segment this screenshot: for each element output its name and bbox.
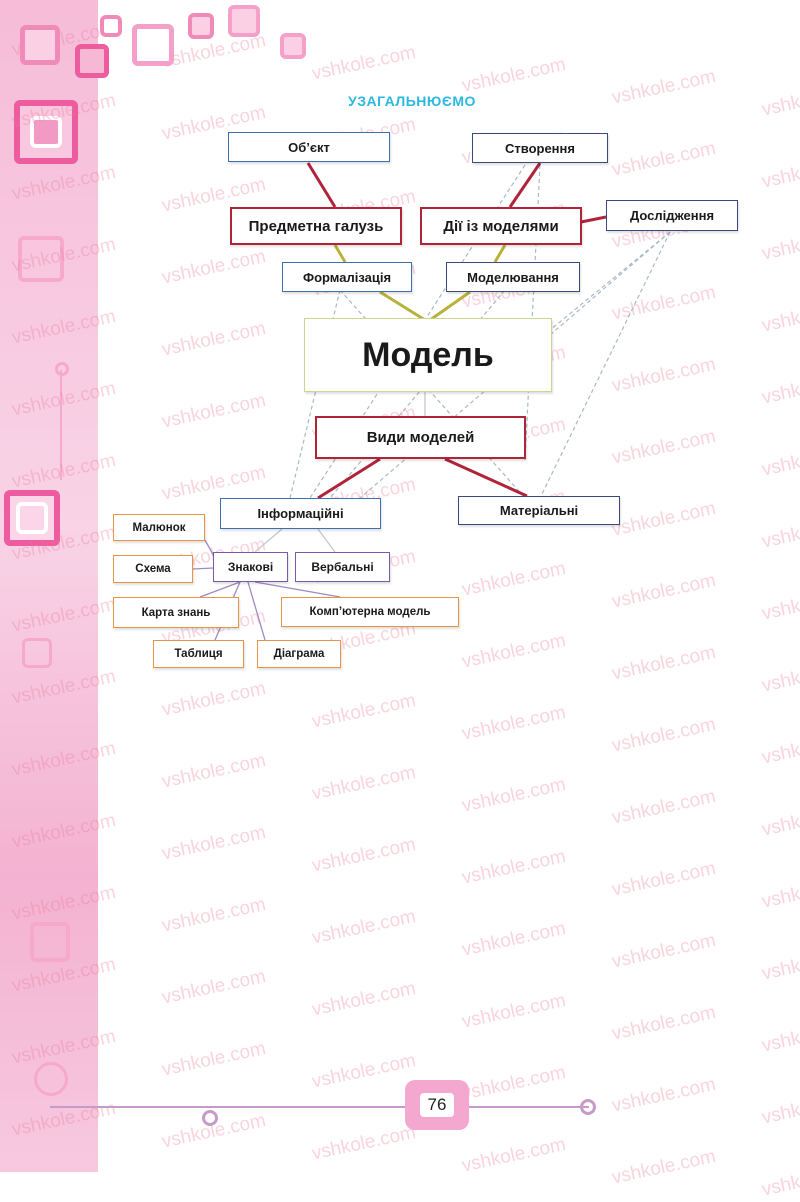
footer-dot	[202, 1110, 218, 1126]
node-modeling: Моделювання	[446, 262, 580, 292]
square-icon	[18, 236, 64, 282]
circuit-dot	[55, 362, 69, 376]
node-material: Матеріальні	[458, 496, 620, 525]
square-icon	[75, 44, 109, 78]
node-creation: Створення	[472, 133, 608, 163]
connector-dashed	[549, 231, 671, 331]
node-model-types: Види моделей	[315, 416, 526, 459]
square-icon	[20, 25, 60, 65]
node-research: Дослідження	[606, 200, 738, 231]
olive-connectors	[333, 244, 507, 322]
connector-sign-map	[199, 581, 241, 598]
thin-connectors	[254, 392, 426, 553]
node-model: Модель	[304, 318, 552, 392]
square-icon	[4, 490, 60, 546]
connector-types-material	[444, 457, 528, 498]
connector-sign-scheme	[192, 567, 214, 570]
connector-types-info	[317, 457, 381, 500]
square-icon	[100, 15, 122, 37]
red-connectors	[306, 162, 607, 500]
footer-rule-left	[50, 1106, 405, 1108]
node-object: Об’єкт	[228, 132, 390, 162]
connector-info-verbal	[317, 528, 336, 553]
node-formalization: Формалізація	[282, 262, 412, 292]
page-number-badge: 76	[405, 1080, 469, 1130]
footer-dot	[580, 1099, 596, 1115]
connector-modeling-model	[429, 290, 471, 322]
square-icon	[132, 24, 174, 66]
square-icon	[30, 922, 70, 962]
page-number: 76	[419, 1093, 455, 1117]
square-icon	[22, 638, 52, 668]
connector-research-actions	[580, 215, 607, 224]
node-informational: Інформаційні	[220, 498, 381, 529]
at-symbol-icon	[34, 1062, 68, 1096]
node-scheme: Схема	[113, 555, 193, 583]
connector-creation-actions	[508, 162, 542, 208]
node-model-actions: Дії із моделями	[420, 207, 582, 245]
connector-formal-model	[379, 290, 426, 322]
node-computer-model: Комп’ютерна модель	[281, 597, 459, 627]
connector-actions-modeling	[493, 244, 507, 263]
purple-connectors	[192, 539, 341, 641]
node-table: Таблиця	[153, 640, 244, 668]
connector-object-subject	[306, 162, 337, 208]
connector-dashed	[539, 231, 671, 499]
diagram-connectors	[192, 162, 671, 641]
square-icon	[228, 5, 260, 37]
square-icon	[280, 33, 306, 59]
node-verbal: Вербальні	[295, 552, 390, 582]
connector-subject-formal	[333, 244, 347, 263]
node-subject-area: Предметна галузь	[230, 207, 402, 245]
sidebar-decoration	[0, 0, 98, 1172]
node-diagram: Діаграма	[257, 640, 341, 668]
connector-sign-chart	[247, 581, 266, 641]
node-picture: Малюнок	[113, 514, 205, 541]
square-icon	[30, 116, 62, 148]
connector-dashed	[339, 289, 526, 499]
connector-sign-computer	[254, 581, 341, 598]
square-icon	[188, 13, 214, 39]
circuit-line	[60, 370, 62, 480]
section-heading: УЗАГАЛЬНЮЄМО	[348, 93, 476, 109]
footer-rule-right	[469, 1106, 589, 1108]
node-sign: Знакові	[213, 552, 288, 582]
square-icon	[16, 502, 48, 534]
connector-info-sign	[254, 528, 283, 553]
node-knowledge-map: Карта знань	[113, 597, 239, 628]
